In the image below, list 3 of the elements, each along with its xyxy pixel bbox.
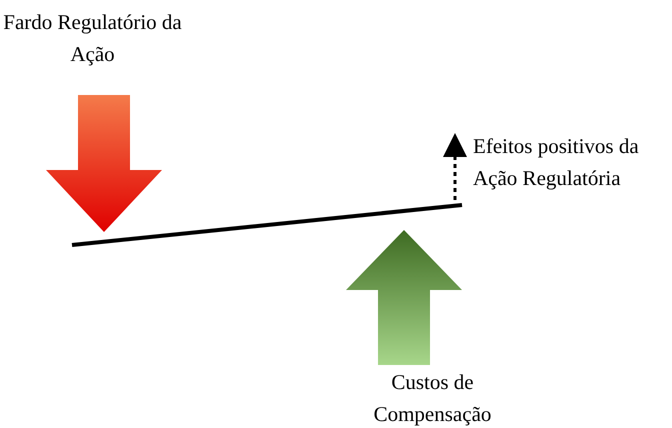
caption-text: Custos de Compensação [372,369,492,428]
caption-text: Fardo Regulatório da Ação [2,9,183,68]
caption-text: Efeitos positivos da Ação Regulatória [473,133,640,192]
